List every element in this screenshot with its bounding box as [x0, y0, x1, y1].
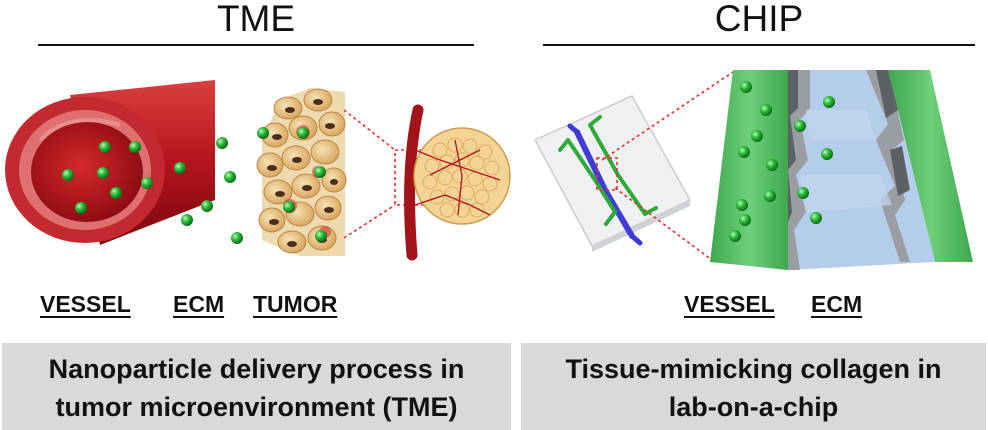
label-ecm-chip: ECM: [811, 291, 863, 317]
nanoparticles-tme: [62, 137, 243, 244]
illustration: [5, 70, 973, 270]
nanoparticles-chip: [729, 81, 835, 242]
label-tumor: TUMOR: [253, 291, 338, 317]
tme-heading-rule: [38, 44, 474, 46]
chip-heading: CHIP: [714, 0, 804, 39]
caption-tme-line2: tumor microenvironment (TME): [55, 391, 458, 422]
tme-heading: TME: [216, 0, 296, 39]
tumor-tissue-graphic: [256, 88, 347, 256]
caption-chip: Tissue-mimicking collagen in lab-on-a-ch…: [521, 343, 986, 430]
zoom-lines-chip: [596, 71, 734, 261]
label-vessel-tme: VESSEL: [40, 291, 131, 317]
caption-chip-line1: Tissue-mimicking collagen in: [565, 353, 942, 384]
chip-heading-rule: [543, 44, 975, 46]
caption-chip-line2: lab-on-a-chip: [668, 391, 839, 422]
label-ecm-tme: ECM: [173, 291, 225, 317]
chip-device-graphic: [533, 95, 692, 252]
tumor-spheroid-graphic: [404, 104, 511, 261]
caption-tme-line1: Nanoparticle delivery process in: [48, 353, 465, 384]
caption-tme: Nanoparticle delivery process in tumor m…: [2, 343, 511, 430]
label-vessel-chip: VESSEL: [684, 291, 775, 317]
chip-channel-zoom-graphic: [710, 70, 973, 270]
